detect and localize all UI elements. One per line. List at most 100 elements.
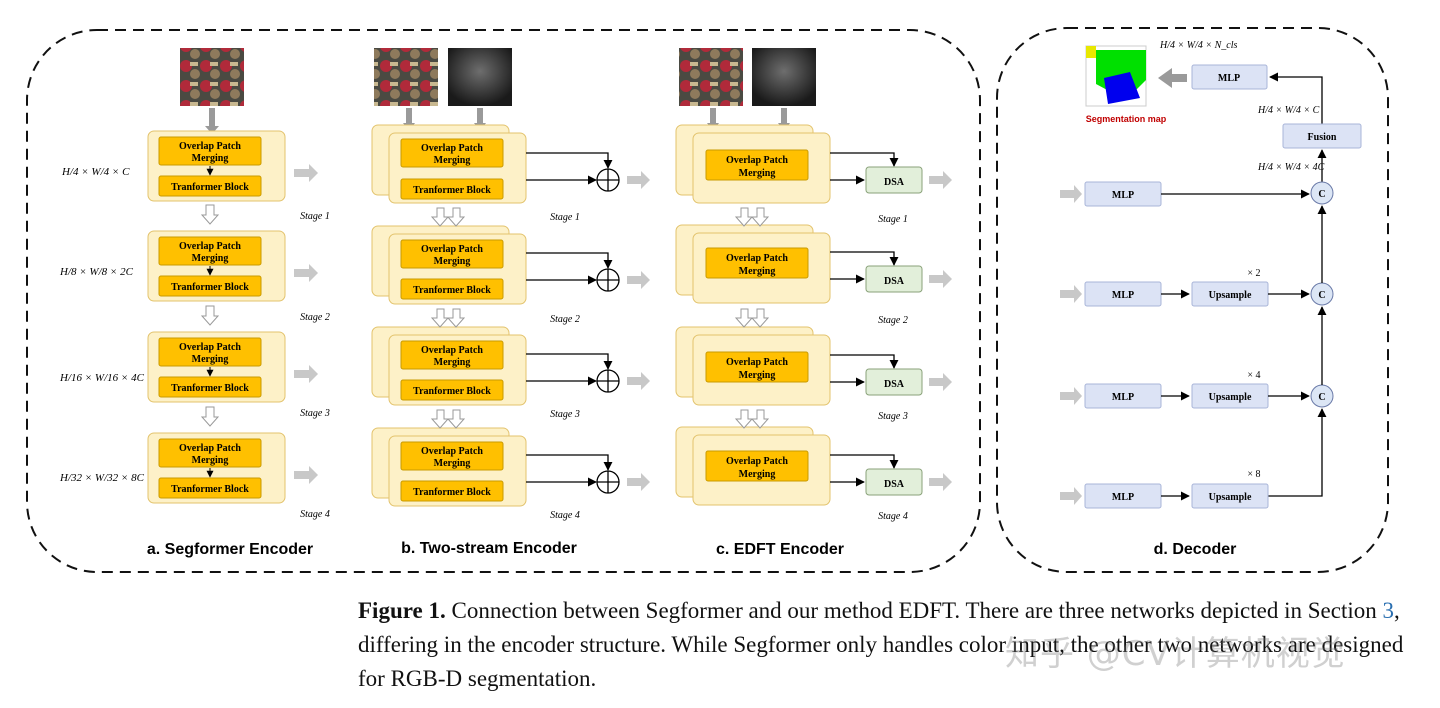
output-dim-label: H/4 × W/4 × N_cls <box>1159 40 1237 51</box>
overlap-label-line1: Overlap Patch <box>179 141 241 152</box>
segformer-stage-4: Overlap Patch Merging Tranformer Block <box>147 432 286 504</box>
mlp-label: MLP <box>1112 392 1134 403</box>
overlap-label-line1: Overlap Patch <box>421 244 483 255</box>
edft-stage-3: Overlap Patch Merging DSA <box>675 326 923 406</box>
mlp-label: MLP <box>1218 73 1240 84</box>
transformer-block-label: Tranformer Block <box>413 487 491 498</box>
depth-input-image <box>448 48 512 106</box>
overlap-label-line1: Overlap Patch <box>421 345 483 356</box>
caption-label: Figure 1. <box>358 598 446 623</box>
edft-stage-4: Overlap Patch Merging DSA <box>675 426 923 506</box>
segmentation-map-label: Segmentation map <box>1086 114 1167 124</box>
stage-label: Stage 1 <box>550 212 580 223</box>
dsa-block <box>865 368 923 396</box>
stage-label: Stage 3 <box>300 408 330 419</box>
stage-output-arrows <box>627 171 650 491</box>
dsa-label: DSA <box>884 479 905 490</box>
scale-label: × 4 <box>1247 370 1260 381</box>
transformer-block-label: Tranformer Block <box>171 282 249 293</box>
stage-label: Stage 4 <box>878 511 908 522</box>
stage-label: Stage 2 <box>878 315 908 326</box>
panel-title: d. Decoder <box>1154 541 1237 558</box>
concat-node-2: C <box>1310 282 1334 306</box>
overlap-label-line2: Merging <box>739 266 776 277</box>
concat-dim-label: H/4 × W/4 × 4C <box>1257 162 1325 173</box>
feature-shape-label: H/8 × W/8 × 2C <box>59 266 134 278</box>
segformer-stage-2: Overlap Patch Merging Tranformer Block <box>147 230 286 302</box>
overlap-label-line1: Overlap Patch <box>726 357 788 368</box>
stage-label: Stage 2 <box>300 312 330 323</box>
segformer-panel: Overlap Patch Merging Tranformer Block O… <box>59 48 330 558</box>
fusion-block <box>1282 123 1362 149</box>
overlap-label-line1: Overlap Patch <box>421 143 483 154</box>
upsample-label: Upsample <box>1209 492 1252 503</box>
mlp-block-output <box>1191 64 1268 90</box>
dsa-block <box>865 265 923 293</box>
transformer-block-label: Tranformer Block <box>171 383 249 394</box>
concat-label: C <box>1318 189 1325 200</box>
upsample-block-x8 <box>1191 483 1269 509</box>
decoder-panel-border <box>996 27 1389 573</box>
concat-node-1: C <box>1310 181 1334 205</box>
overlap-label-line1: Overlap Patch <box>179 443 241 454</box>
overlap-label-line2: Merging <box>192 253 229 264</box>
watermark: 知乎 @CV计算机视觉 <box>1005 634 1346 674</box>
figure-diagram: Overlap Patch Merging Tranformer Block O… <box>26 27 1389 573</box>
transformer-block-label: Tranformer Block <box>413 185 491 196</box>
overlap-label-line1: Overlap Patch <box>179 241 241 252</box>
rgb-input-image <box>679 48 743 106</box>
transformer-block-label: Tranformer Block <box>171 182 249 193</box>
stage-connector-arrows <box>430 207 466 429</box>
dsa-label: DSA <box>884 276 905 287</box>
upsample-label: Upsample <box>1209 392 1252 403</box>
overlap-label-line1: Overlap Patch <box>726 155 788 166</box>
rgb-input-image <box>374 48 438 106</box>
stage-label: Stage 2 <box>550 314 580 325</box>
stage-connector-arrows <box>734 207 770 429</box>
overlap-label-line1: Overlap Patch <box>421 446 483 457</box>
segformer-stage-3: Overlap Patch Merging Tranformer Block <box>147 331 286 403</box>
dsa-label: DSA <box>884 177 905 188</box>
edft-stage-2: Overlap Patch Merging DSA <box>675 224 923 304</box>
overlap-label-line2: Merging <box>434 256 471 267</box>
concat-node-3: C <box>1310 384 1334 408</box>
overlap-label-line2: Merging <box>192 153 229 164</box>
input-arrow <box>205 108 219 134</box>
mlp-label: MLP <box>1112 492 1134 503</box>
output-arrow <box>1158 68 1187 88</box>
edft-stage-1: Overlap Patch Merging DSA <box>675 124 923 204</box>
concat-label: C <box>1318 290 1325 301</box>
encoder-panel-border <box>26 29 981 573</box>
two-stream-stage-1: Overlap Patch Merging Tranformer Block <box>371 124 620 204</box>
depth-input-image <box>752 48 816 106</box>
panel-title: b. Two-stream Encoder <box>401 540 577 557</box>
stage-label: Stage 1 <box>300 211 330 222</box>
dsa-block <box>865 468 923 496</box>
figure-caption: Figure 1. Connection between Segformer a… <box>358 594 1418 696</box>
overlap-label-line1: Overlap Patch <box>179 342 241 353</box>
stage-label: Stage 4 <box>300 509 330 520</box>
two-stream-panel: Overlap Patch Merging Tranformer Block O… <box>371 48 650 557</box>
two-stream-stage-4: Overlap Patch Merging Tranformer Block <box>371 427 620 507</box>
fusion-dim-label: H/4 × W/4 × C <box>1257 105 1320 116</box>
decoder-panel: Segmentation map H/4 × W/4 × N_cls MLP H… <box>1060 40 1362 558</box>
transformer-block-label: Tranformer Block <box>171 484 249 495</box>
dsa-label: DSA <box>884 379 905 390</box>
dsa-block <box>865 166 923 194</box>
section-reference-link[interactable]: 3 <box>1382 598 1394 623</box>
feature-shape-label: H/16 × W/16 × 4C <box>59 372 145 384</box>
overlap-label-line2: Merging <box>192 354 229 365</box>
segformer-stage-1: Overlap Patch Merging Tranformer Block <box>147 130 286 202</box>
overlap-label-line2: Merging <box>739 168 776 179</box>
mlp-label: MLP <box>1112 290 1134 301</box>
overlap-label-line2: Merging <box>739 370 776 381</box>
fusion-label: Fusion <box>1308 132 1337 143</box>
overlap-label-line2: Merging <box>434 458 471 469</box>
overlap-label-line2: Merging <box>192 455 229 466</box>
panel-title: a. Segformer Encoder <box>147 541 313 558</box>
two-stream-stage-2: Overlap Patch Merging Tranformer Block <box>371 225 620 305</box>
feature-shape-label: H/4 × W/4 × C <box>61 166 130 178</box>
segmentation-map-image <box>1085 45 1147 107</box>
concat-label: C <box>1318 392 1325 403</box>
two-stream-stage-3: Overlap Patch Merging Tranformer Block <box>371 326 620 406</box>
